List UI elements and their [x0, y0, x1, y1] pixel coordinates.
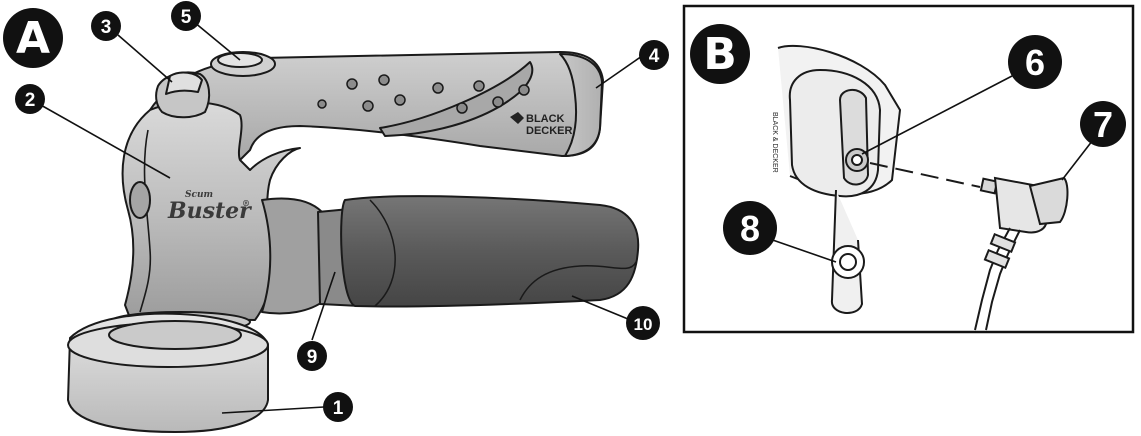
brand-line-1: BLACK — [526, 113, 565, 125]
callout-10: 10 — [626, 306, 660, 340]
panel-a-leader-lines — [38, 21, 643, 414]
scrum-buster-logo: Scum Buster ® — [167, 190, 252, 224]
panel-b-badge: B — [690, 24, 750, 84]
panel-b-leader-lines — [763, 75, 1097, 263]
extension-grip — [340, 195, 640, 308]
logo-registered-mark: ® — [242, 198, 250, 208]
grip-contour — [369, 199, 396, 307]
grip-ridge — [519, 261, 637, 301]
body-seam — [139, 129, 152, 313]
callout-3: 3 — [91, 11, 121, 41]
panel-a-letter: A — [16, 13, 50, 64]
callout-2-label: 2 — [25, 90, 36, 111]
callout-4-label: 4 — [649, 46, 660, 67]
handle-end-cap — [559, 53, 603, 157]
charger-plug — [974, 176, 1069, 331]
handle-closeup: BLACK & DECKER — [771, 44, 902, 314]
callout-8-label: 8 — [740, 208, 760, 249]
callout-5-label: 5 — [181, 7, 192, 28]
panel-a: A — [3, 1, 669, 433]
callout-8: 8 — [723, 201, 777, 255]
panel-b-letter: B — [703, 29, 737, 80]
callout-9-label: 9 — [307, 347, 318, 368]
panel-b-frame — [682, 4, 1135, 334]
body-side-bulge — [129, 181, 151, 219]
callout-7-label: 7 — [1093, 104, 1113, 145]
closeup-side-label: BLACK & DECKER — [771, 112, 778, 173]
brand-line-2: DECKER — [526, 125, 573, 137]
scrubber-tool-illustration — [67, 51, 640, 433]
callout-3-label: 3 — [101, 17, 112, 38]
callout-10-label: 10 — [634, 315, 653, 334]
logo-main-text: Buster — [167, 198, 252, 224]
vent-holes — [317, 74, 530, 114]
callout-6-label: 6 — [1025, 42, 1045, 83]
callout-6: 6 — [1008, 35, 1062, 89]
closeup-hook-hole — [839, 253, 857, 271]
main-body — [121, 101, 301, 321]
collar — [261, 197, 326, 315]
callout-9: 9 — [297, 341, 327, 371]
callout-7: 7 — [1080, 101, 1126, 147]
logo-small-text: Scum — [185, 190, 213, 200]
panel-b: B BLACK & DECKER — [682, 4, 1135, 334]
pad-top-ring — [108, 320, 242, 350]
black-decker-logo: BLACK DECKER — [510, 112, 573, 137]
callout-1: 1 — [323, 392, 353, 422]
callout-5: 5 — [171, 1, 201, 31]
plug-insert-dashed-line — [869, 162, 981, 188]
callout-4: 4 — [639, 40, 669, 70]
callout-1-label: 1 — [333, 398, 344, 419]
callout-2: 2 — [15, 84, 45, 114]
trigger-cap — [165, 71, 203, 95]
brand-hex-icon — [510, 112, 524, 124]
panel-a-badge: A — [3, 8, 63, 68]
